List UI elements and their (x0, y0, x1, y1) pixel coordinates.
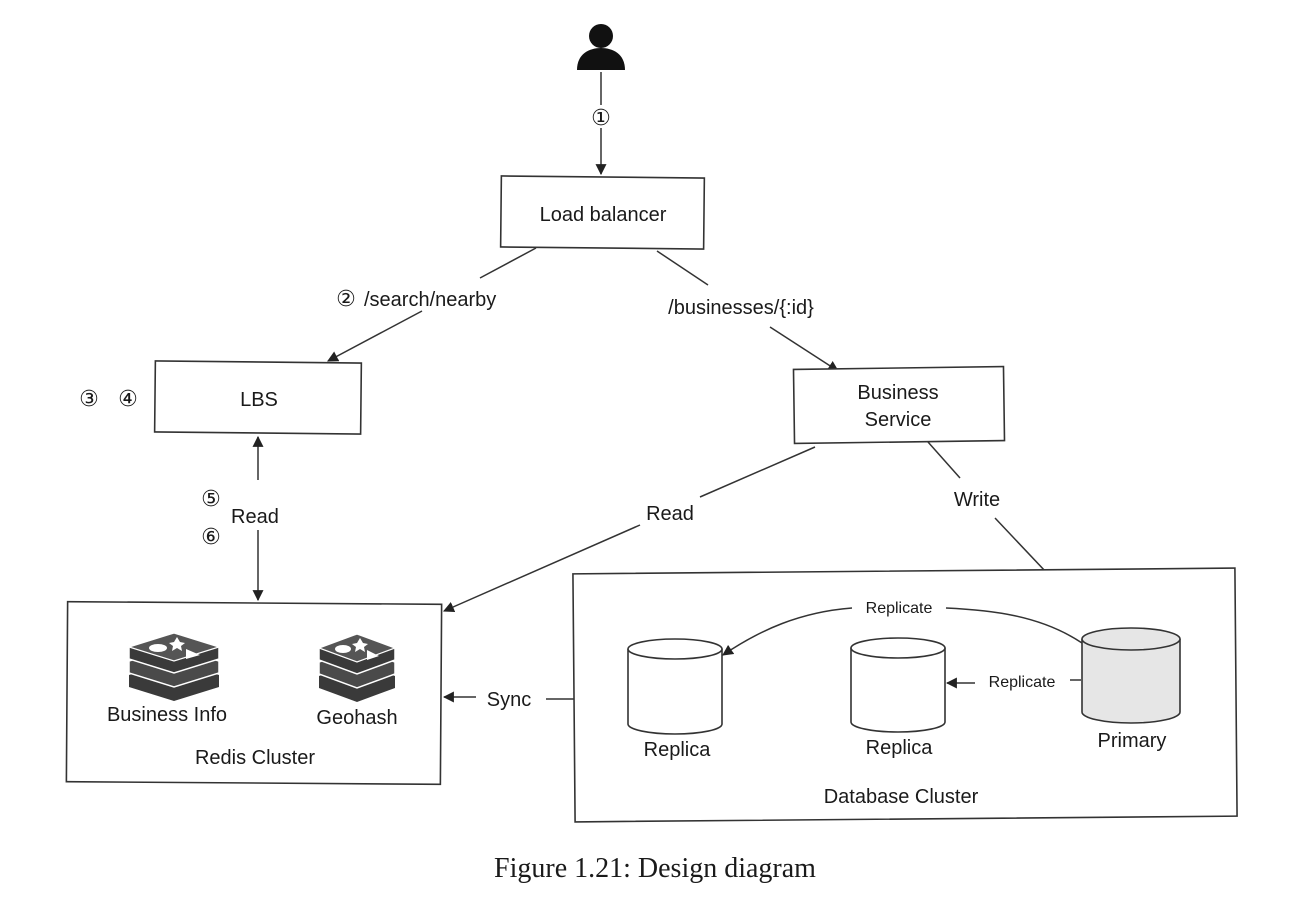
redis-cluster-label: Redis Cluster (195, 747, 315, 769)
lbs-node: LBS (153, 360, 363, 435)
edge-label-replicate-mid: Replicate (989, 674, 1056, 691)
lbs-label: LBS (240, 389, 278, 411)
database-cluster: Database Cluster Replica Replica Primary… (572, 567, 1238, 823)
user-icon (577, 24, 625, 70)
edge-lb-to-bs-upper (656, 250, 709, 286)
redis-icon (317, 633, 397, 702)
step-marker-1: ① (591, 105, 611, 130)
edge-replicate-top-left (722, 607, 853, 656)
step-marker-5: ⑤ (201, 486, 221, 511)
redis-cluster: Redis Cluster Business Info Geohash (65, 600, 443, 786)
edge-bs-to-redis-upper (699, 446, 816, 498)
replica-middle-label: Replica (866, 737, 934, 759)
business-service-label-line1: Business (857, 382, 938, 404)
step-marker-2: ② (336, 286, 356, 311)
database-cylinder-icon (850, 637, 946, 733)
business-service-node: Business Service (792, 365, 1006, 445)
database-cluster-label: Database Cluster (824, 786, 979, 808)
design-diagram: ① Load balancer ② /search/nearby /busine… (65, 24, 1238, 823)
step-marker-3: ③ (79, 386, 99, 411)
edge-label-search-nearby: /search/nearby (364, 289, 496, 311)
edge-replicate-top-right (945, 607, 1083, 644)
edge-bs-to-primary-upper (927, 441, 961, 479)
load-balancer-node: Load balancer (499, 175, 706, 250)
business-service-label-line2: Service (865, 409, 932, 431)
figure-caption: Figure 1.21: Design diagram (494, 853, 816, 884)
edge-bs-to-redis-lower (442, 524, 641, 613)
database-cylinder-icon (1081, 627, 1181, 724)
edge-label-businesses-id: /businesses/{:id} (668, 297, 814, 319)
edge-label-lbs-read: Read (231, 506, 279, 528)
database-cylinder-icon (627, 638, 723, 735)
primary-label: Primary (1098, 730, 1167, 752)
replica-left-label: Replica (644, 739, 712, 761)
redis-icon (126, 632, 222, 701)
edge-label-write: Write (954, 489, 1000, 511)
geohash-label: Geohash (316, 707, 397, 729)
edge-lb-to-lbs-upper (479, 247, 537, 279)
edge-lb-to-bs-lower (769, 326, 839, 372)
step-marker-4: ④ (118, 386, 138, 411)
edge-label-replicate-top: Replicate (866, 600, 933, 617)
business-info-label: Business Info (107, 704, 227, 726)
load-balancer-label: Load balancer (540, 204, 667, 226)
edge-label-bs-read: Read (646, 503, 694, 525)
edge-lb-to-lbs-lower (327, 310, 423, 362)
step-marker-6: ⑥ (201, 524, 221, 549)
edge-label-sync: Sync (487, 689, 531, 711)
